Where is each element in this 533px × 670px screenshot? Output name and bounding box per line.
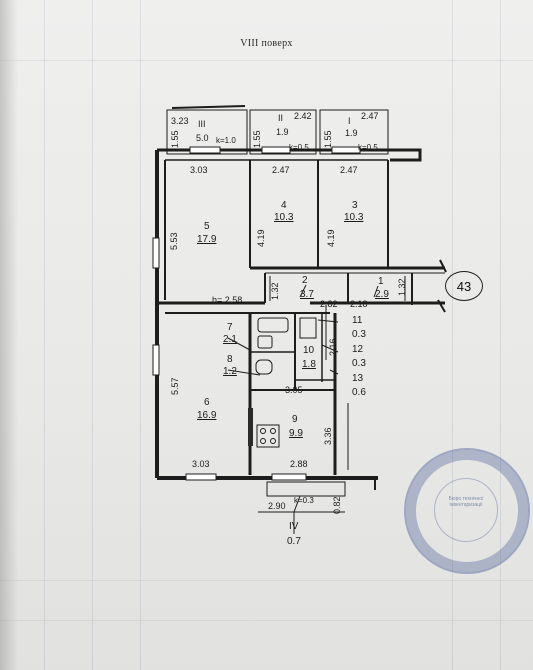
balcony-num: IV bbox=[289, 521, 299, 532]
balcony-k: k=0.3 bbox=[294, 496, 314, 505]
stamp-inner-ring bbox=[434, 478, 498, 542]
room-number: 6 bbox=[204, 397, 210, 408]
grid-line bbox=[140, 0, 141, 670]
room-area: 9.9 bbox=[289, 428, 303, 439]
apartment-number-circle: 43 bbox=[445, 271, 483, 301]
room-number: 2 bbox=[302, 275, 308, 286]
dim-label: 0.82 bbox=[332, 496, 342, 514]
room-number: 11 bbox=[352, 315, 363, 326]
balcony-area: 5.0 bbox=[196, 133, 209, 143]
balcony-num: III bbox=[198, 119, 206, 129]
room-number: 9 bbox=[292, 414, 298, 425]
dim-label: 3.23 bbox=[171, 116, 189, 126]
balcony-k: k=0.5 bbox=[289, 143, 309, 152]
room-area: 0.3 bbox=[352, 329, 366, 340]
room-area: 10.3 bbox=[344, 212, 364, 223]
dim-label: 2.88 bbox=[290, 459, 308, 469]
dim-label: 2.47 bbox=[340, 165, 358, 175]
apartment-number: 43 bbox=[456, 278, 472, 294]
balcony-ii bbox=[249, 109, 317, 155]
dim-label: 5.57 bbox=[170, 377, 180, 395]
room-area: 0.3 bbox=[352, 358, 366, 369]
room-area: 1.8 bbox=[302, 359, 316, 370]
room-number: 12 bbox=[352, 344, 364, 355]
room-number: 7 bbox=[227, 322, 233, 333]
grid-line bbox=[500, 0, 501, 670]
dim-label: 3.03 bbox=[190, 165, 208, 175]
balcony-num: II bbox=[278, 113, 283, 123]
dim-label: 2.16 bbox=[328, 338, 338, 356]
dim-label: 5.53 bbox=[169, 232, 179, 250]
dim-label: 1.55 bbox=[323, 130, 333, 148]
dim-label: 2.47 bbox=[272, 165, 290, 175]
dim-label: 1.32 bbox=[270, 282, 280, 300]
room-area: 1.2 bbox=[223, 366, 237, 377]
balcony-num: I bbox=[348, 116, 351, 126]
room-area: 2.1 bbox=[223, 334, 237, 345]
room-number: 8 bbox=[227, 354, 233, 365]
room-number: 10 bbox=[303, 345, 315, 356]
room-area: 16.9 bbox=[197, 410, 217, 421]
ceiling-height: h= 2.58 bbox=[212, 295, 242, 305]
dim-label: 2.90 bbox=[268, 501, 286, 511]
room-area: 0.6 bbox=[352, 387, 366, 398]
balcony-area: 1.9 bbox=[345, 128, 358, 138]
grid-line bbox=[92, 0, 93, 670]
room-number: 13 bbox=[352, 373, 364, 384]
dim-label: 2.18 bbox=[350, 299, 368, 309]
room-area: 10.3 bbox=[274, 212, 294, 223]
grid-line bbox=[0, 620, 533, 621]
dim-label: 2.82 bbox=[320, 299, 338, 309]
dim-label: 4.19 bbox=[326, 229, 336, 247]
dim-label: 1.32 bbox=[397, 278, 407, 296]
balcony-area: 0.7 bbox=[287, 536, 301, 547]
dim-label: 1.55 bbox=[170, 130, 180, 148]
stove-column bbox=[248, 408, 253, 446]
grid-line bbox=[452, 0, 453, 670]
dim-label: 2.42 bbox=[294, 111, 312, 121]
balcony-iii bbox=[166, 109, 248, 155]
room-number: 1 bbox=[378, 276, 384, 287]
dim-label: 3.03 bbox=[192, 459, 210, 469]
floor-heading: VIII поверх bbox=[240, 38, 293, 49]
room-area: 17.9 bbox=[197, 234, 217, 245]
grid-line bbox=[44, 0, 45, 670]
grid-line bbox=[0, 580, 533, 581]
room-number: 3 bbox=[352, 200, 358, 211]
official-stamp: Бюро технічної інвентаризації bbox=[404, 448, 530, 574]
page-shadow bbox=[0, 0, 18, 670]
dim-label: 3.05 bbox=[285, 385, 303, 395]
room-area: 3.7 bbox=[300, 289, 314, 300]
balcony-area: 1.9 bbox=[276, 127, 289, 137]
dim-label: 1.55 bbox=[252, 130, 262, 148]
dim-label: 3.36 bbox=[323, 427, 333, 445]
room-area: 2.9 bbox=[375, 289, 389, 300]
room-number: 4 bbox=[281, 200, 287, 211]
dim-label: 2.47 bbox=[361, 111, 379, 121]
dim-label: 4.19 bbox=[256, 229, 266, 247]
grid-line bbox=[0, 60, 533, 61]
balcony-k: k=0.5 bbox=[358, 143, 378, 152]
balcony-k: k=1.0 bbox=[216, 136, 236, 145]
balcony-i bbox=[319, 109, 389, 155]
room-number: 5 bbox=[204, 221, 210, 232]
stamp-text: Бюро технічної інвентаризації bbox=[448, 496, 484, 508]
